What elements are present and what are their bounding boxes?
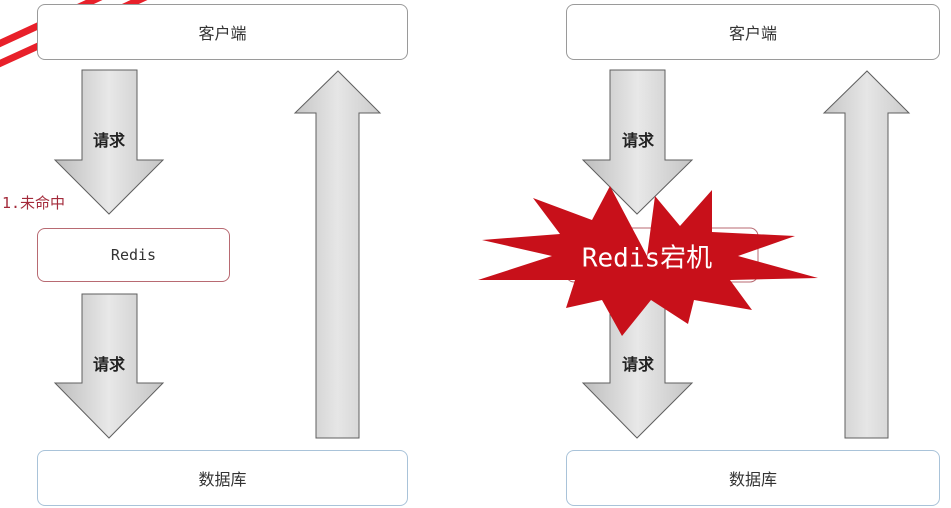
left-response-arrow — [293, 70, 382, 439]
left-redis-label: Redis — [110, 246, 157, 264]
left-database-box: 数据库 — [37, 450, 408, 506]
right-request-label-top: 请求 — [621, 131, 655, 150]
right-response-arrow — [822, 70, 911, 439]
left-client-label: 客户端 — [198, 24, 247, 43]
right-client-box: 客户端 — [566, 4, 940, 60]
left-database-label: 数据库 — [198, 470, 247, 489]
right-database-box: 数据库 — [566, 450, 940, 506]
cache-miss-label: 1.未命中 — [2, 194, 66, 212]
left-client-box: 客户端 — [37, 4, 408, 60]
right-request-arrow-top — [581, 69, 694, 215]
left-request-label-top: 请求 — [92, 131, 126, 150]
right-database-label: 数据库 — [728, 470, 777, 489]
right-request-label-bottom: 请求 — [621, 355, 655, 374]
left-request-label-bottom: 请求 — [92, 355, 126, 374]
left-redis-box: Redis — [37, 228, 230, 282]
redis-down-label: Redis宕机 — [581, 243, 713, 274]
right-client-label: 客户端 — [728, 24, 777, 43]
redis-down-burst — [478, 186, 818, 336]
left-request-arrow-bottom — [53, 293, 165, 439]
left-request-arrow-top — [53, 69, 165, 215]
